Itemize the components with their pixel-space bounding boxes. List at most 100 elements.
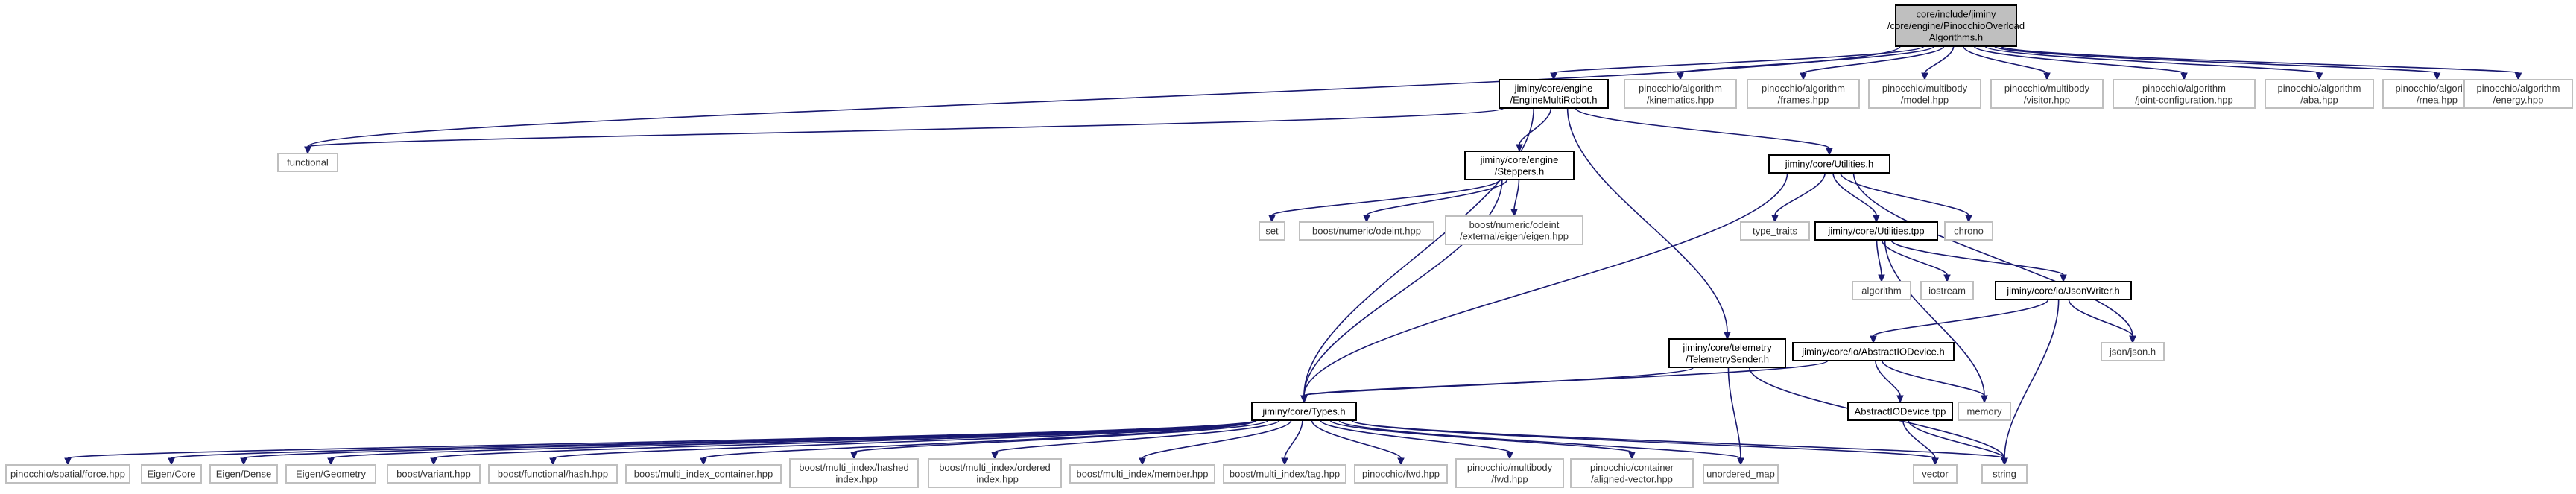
node-label: jiminy/core/engine	[1514, 83, 1593, 94]
node-label: unordered_map	[1706, 469, 1775, 480]
node-label: functional	[287, 157, 329, 168]
arrowhead	[2060, 274, 2067, 283]
edge-line	[1271, 179, 1501, 216]
edge-line	[1908, 419, 2005, 459]
node-label: _index.hpp	[970, 473, 1019, 484]
node-label: /joint-configuration.hpp	[2135, 94, 2233, 105]
edge-root-to-engine	[1550, 45, 1925, 81]
edge-telemetry-to-types	[1300, 367, 1694, 404]
node-chrono: chrono	[1944, 221, 1993, 241]
arrowhead	[2180, 72, 2188, 81]
node-iostream: iostream	[1920, 281, 1974, 300]
edge-engine-to-utilities	[1575, 107, 1833, 156]
node-unorderedmap: unordered_map	[1703, 464, 1779, 484]
node-box	[625, 464, 782, 484]
edge-line	[552, 419, 1257, 459]
node-box	[1570, 458, 1694, 488]
arrowhead	[2514, 72, 2522, 81]
arrowhead	[1550, 72, 1557, 81]
node-label: /Steppers.h	[1495, 165, 1545, 177]
node-abstractiotpp[interactable]: AbstractIODevice.tpp	[1847, 402, 1953, 421]
node-label: boost/numeric/odeint	[1469, 219, 1560, 230]
arrowhead	[2043, 72, 2051, 81]
node-label: iostream	[1928, 285, 1966, 297]
node-label: pinocchio/algorithm	[2142, 83, 2226, 94]
node-box	[1792, 342, 1955, 361]
node-box	[1958, 402, 2011, 421]
node-label: boost/variant.hpp	[396, 469, 471, 480]
arrowhead	[850, 452, 858, 460]
edge-line	[1284, 419, 1303, 459]
node-label: Eigen/Core	[147, 469, 195, 480]
node-box	[1740, 221, 1810, 241]
node-engine[interactable]: jiminy/core/engine/EngineMultiRobot.h	[1499, 79, 1609, 109]
node-label: /fwd.hpp	[1491, 473, 1528, 484]
node-label: pinocchio/algorithm	[1762, 83, 1845, 94]
node-hashedidx: boost/multi_index/hashed_index.hpp	[789, 458, 919, 488]
node-label: jiminy/core/io/JsonWriter.h	[2006, 285, 2119, 297]
node-utilitiestpp[interactable]: jiminy/core/Utilities.tpp	[1814, 221, 1938, 241]
node-box	[1944, 221, 1993, 241]
edge-line	[1351, 419, 2005, 459]
node-jsonwriter[interactable]: jiminy/core/io/JsonWriter.h	[1995, 281, 2132, 300]
arrowhead	[1800, 72, 1807, 81]
node-telemetry[interactable]: jiminy/core/telemetry/TelemetrySender.h	[1668, 338, 1786, 368]
node-types[interactable]: jiminy/core/Types.h	[1251, 402, 1357, 421]
node-abstractio[interactable]: jiminy/core/io/AbstractIODevice.h	[1792, 342, 1955, 361]
edge-line	[1366, 179, 1508, 216]
node-algorithm: algorithm	[1852, 281, 1911, 300]
node-label: boost/functional/hash.hpp	[498, 469, 608, 480]
arrowhead	[1139, 457, 1146, 466]
edge-line	[1962, 45, 2048, 74]
node-label: type_traits	[1753, 226, 1797, 237]
edge-line	[1873, 299, 2049, 337]
edge-types-to-unorderedmap	[1338, 419, 1744, 466]
node-box	[209, 464, 278, 484]
node-label: jiminy/core/io/AbstractIODevice.h	[1801, 346, 1944, 358]
arrowhead	[1737, 457, 1744, 466]
header-nodes: core/include/jiminy/core/engine/Pinocchi…	[5, 4, 2573, 488]
node-kinematics: pinocchio/algorithm/kinematics.hpp	[1624, 79, 1737, 109]
node-label: /rnea.hpp	[2417, 94, 2458, 105]
node-box	[1913, 464, 1958, 484]
node-utilities[interactable]: jiminy/core/Utilities.h	[1768, 154, 1890, 174]
node-odeint: boost/numeric/odeint.hpp	[1299, 221, 1434, 241]
node-box	[1895, 4, 2017, 47]
node-label: boost/numeric/odeint.hpp	[1312, 226, 1421, 237]
edge-engine-to-telemetry	[1566, 107, 1731, 341]
node-label: boost/multi_index/tag.hpp	[1230, 469, 1340, 480]
edge-line	[1303, 179, 1503, 396]
node-box	[1814, 221, 1938, 241]
node-steppers[interactable]: jiminy/core/engine/Steppers.h	[1464, 151, 1575, 180]
node-label: /kinematics.hpp	[1647, 94, 1714, 105]
node-label: pinocchio/multibody	[1882, 83, 1968, 94]
node-label: pinocchio/algorithm	[2395, 83, 2478, 94]
arrowhead	[1931, 457, 1939, 466]
edge-abstractio-to-memory	[1882, 360, 1988, 404]
edge-engine-to-steppers	[1516, 107, 1552, 153]
node-label: /visitor.hpp	[2024, 94, 2070, 105]
edge-line	[1575, 107, 1830, 149]
arrowhead	[1397, 457, 1405, 466]
node-force: pinocchio/spatial/force.hpp	[5, 464, 130, 484]
arrowhead	[2315, 72, 2323, 81]
node-label: /TelemetrySender.h	[1686, 353, 1769, 364]
node-box	[1995, 281, 2132, 300]
edge-line	[1727, 367, 1741, 459]
node-label: AbstractIODevice.tpp	[1855, 406, 1946, 417]
node-label: boost/multi_index_container.hpp	[634, 469, 773, 480]
node-label: pinocchio/multibody	[2004, 83, 2090, 94]
node-box	[1703, 464, 1779, 484]
edge-line	[994, 419, 1280, 453]
node-box	[1445, 215, 1583, 245]
node-box	[488, 464, 618, 484]
edge-line	[307, 107, 1504, 148]
node-functional: functional	[277, 153, 338, 172]
edge-line	[67, 419, 1257, 459]
edge-line	[1566, 107, 1728, 333]
node-box	[1990, 79, 2104, 109]
node-mbfwd: pinocchio/multibody/fwd.hpp	[1455, 458, 1564, 488]
node-box	[1624, 79, 1737, 109]
node-fwd: pinocchio/fwd.hpp	[1354, 464, 1448, 484]
node-box	[928, 458, 1062, 488]
